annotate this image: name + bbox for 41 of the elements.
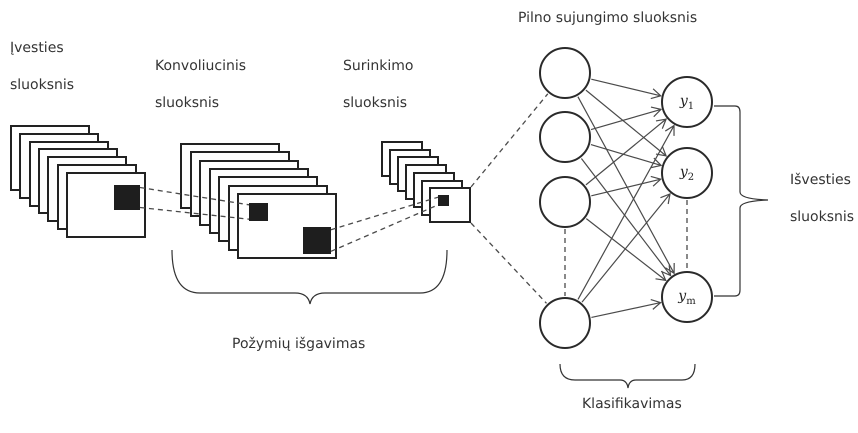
output-label: y$_{1}$ [680, 92, 694, 112]
connector-line [686, 200, 688, 270]
connector-line [564, 229, 566, 296]
arrow [580, 158, 672, 276]
neuron-circle [661, 76, 713, 128]
filter-patch [303, 227, 331, 254]
layer-label: Pilno sujungimo sluoksnis [518, 9, 698, 28]
connector-line [470, 93, 548, 188]
layer-label: Įvesties sluoksnis [10, 39, 76, 95]
connector-line [140, 186, 250, 206]
layer-label: Konvoliucinis sluoksnis [155, 57, 248, 113]
arrow [586, 90, 667, 156]
neuron-circle [661, 147, 713, 199]
arrow [591, 78, 662, 100]
arrow [577, 125, 675, 300]
arrow [590, 144, 662, 168]
filter-patch [438, 195, 449, 206]
arrow [591, 299, 662, 318]
arrow [582, 193, 671, 302]
layer-label: Išvesties sluoksnis [790, 171, 856, 227]
layer-label: Surinkimo sluoksnis [343, 57, 414, 113]
arrow [591, 176, 662, 196]
arrow [577, 96, 675, 274]
arrow [590, 106, 662, 130]
feature-map [429, 187, 471, 223]
connector-line [330, 196, 438, 230]
neuron-circle [539, 47, 591, 99]
filter-patch [249, 203, 268, 221]
arrow [586, 218, 666, 281]
output-label: y$_{2}$ [680, 164, 694, 182]
neuron-circle [539, 297, 591, 349]
neuron-circle [539, 176, 591, 228]
neuron-circle [661, 271, 713, 323]
connector-line [140, 206, 250, 220]
layer-label: Klasifikavimas [582, 395, 683, 414]
neuron-circle [539, 111, 591, 163]
output-label: y$_{m}$ [678, 288, 696, 306]
layer-label: Požymių išgavimas [232, 335, 366, 354]
arrow [586, 118, 667, 186]
connector-line [470, 222, 547, 304]
filter-patch [114, 185, 140, 210]
